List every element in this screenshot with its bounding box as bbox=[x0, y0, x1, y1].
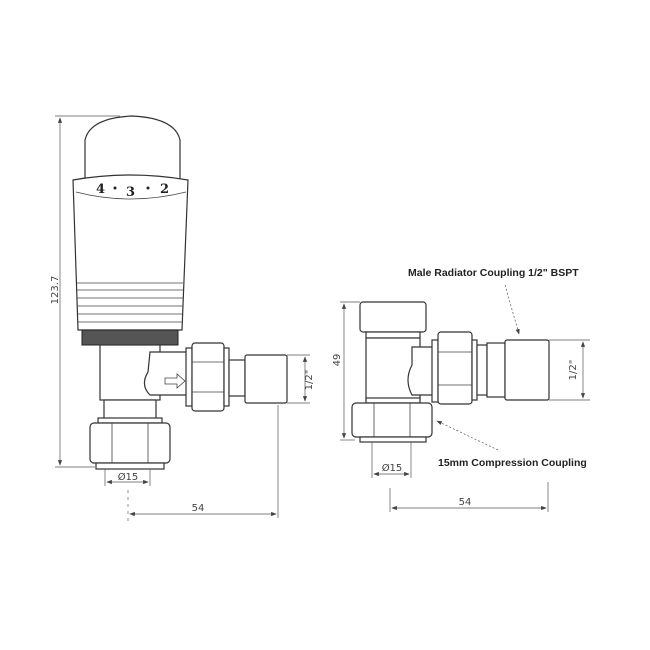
length-dimension: 54 bbox=[192, 503, 205, 514]
dial-number: 2 bbox=[160, 182, 169, 197]
callout-radiator-coupling: Male Radiator Coupling 1/2" BSPT bbox=[408, 267, 579, 279]
knurled-ring bbox=[81, 329, 179, 346]
union-nut bbox=[437, 331, 473, 405]
union-nut bbox=[191, 342, 225, 412]
thread-dimension: 1/2" bbox=[304, 370, 315, 391]
callout-compression-coupling: 15mm Compression Coupling bbox=[438, 457, 587, 469]
flow-arrow-right-icon bbox=[164, 373, 186, 389]
radiator-tail bbox=[244, 354, 288, 404]
compression-nut bbox=[89, 422, 171, 464]
thermostatic-valve-left: 4 3 2 123.7 1/2" Ø15 54 bbox=[50, 115, 315, 525]
male-radiator-coupling bbox=[504, 339, 550, 401]
valve-branch bbox=[143, 351, 191, 396]
pipe-diameter-dimension: Ø15 bbox=[382, 462, 403, 474]
height-dimension: 49 bbox=[332, 354, 343, 367]
lockshield-valve-right: 49 1/2" Ø15 54 Male Radiator Coupling 1/… bbox=[332, 267, 590, 512]
grip-grooves bbox=[77, 282, 183, 323]
length-dimension: 54 bbox=[459, 497, 472, 508]
dial-number: 4 bbox=[96, 182, 105, 197]
thermostat-body bbox=[72, 174, 189, 331]
thread-dimension: 1/2" bbox=[568, 360, 579, 381]
height-dimension: 123.7 bbox=[50, 276, 61, 305]
pipe-diameter-dimension: Ø15 bbox=[118, 471, 139, 483]
dial-number: 3 bbox=[126, 185, 135, 200]
thermostat-cap bbox=[84, 115, 181, 181]
lockshield-cap bbox=[359, 301, 427, 333]
compression-coupling bbox=[351, 402, 433, 438]
